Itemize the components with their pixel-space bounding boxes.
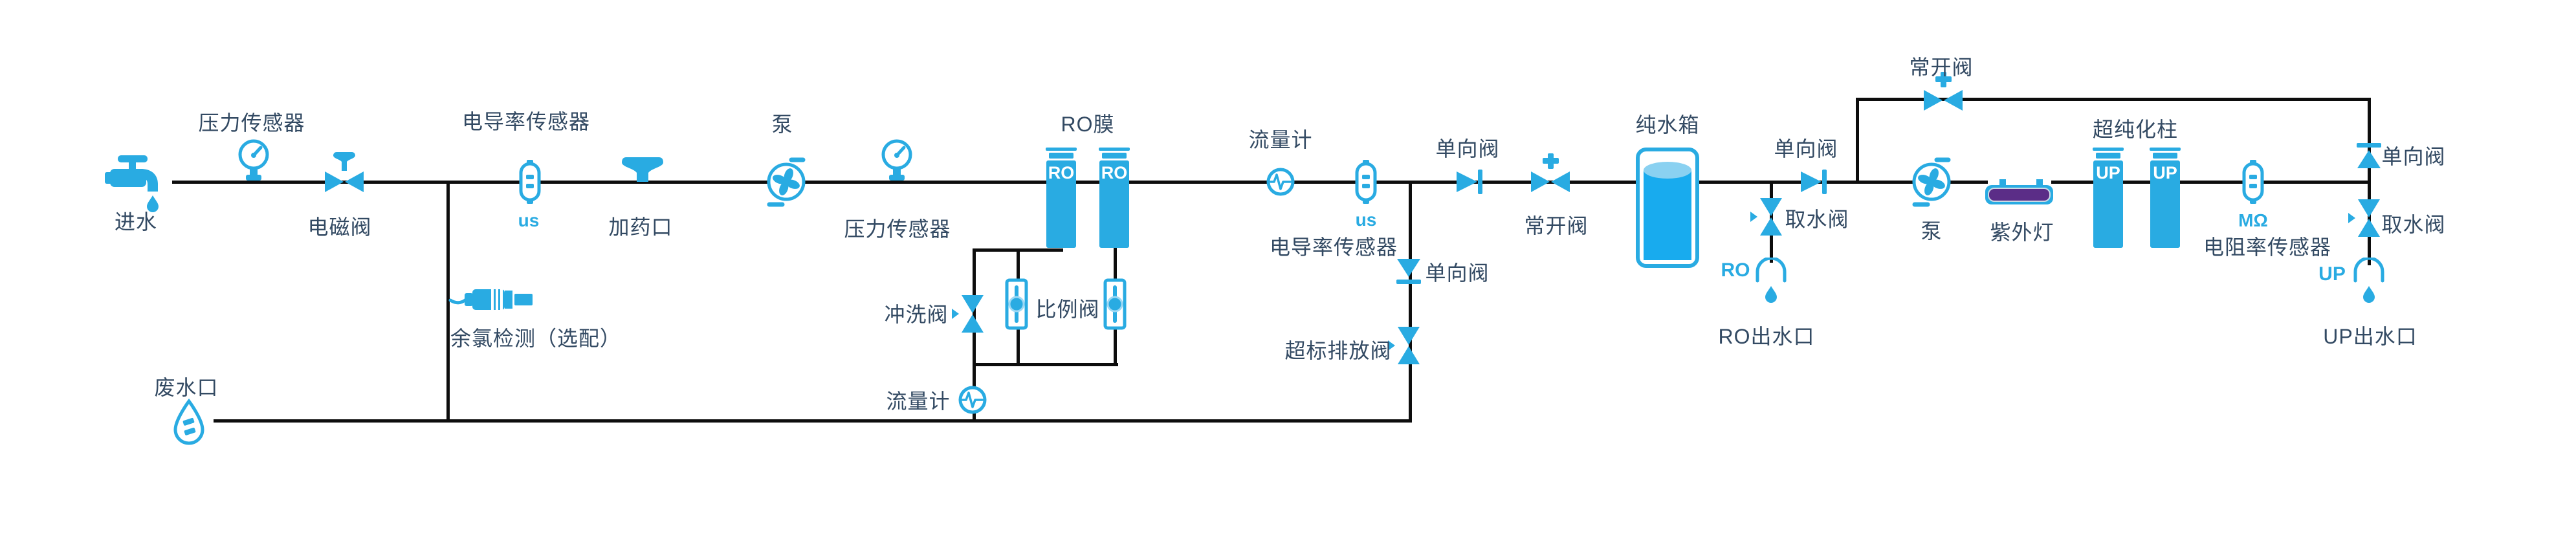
unit-conductivity-1: us <box>518 210 540 230</box>
up-column: UP <box>2093 160 2123 248</box>
badge-up-outlet: UP <box>2318 263 2346 285</box>
label-pure-water-tank: 纯水箱 <box>1635 113 1700 137</box>
flush-valve-icon <box>952 295 984 333</box>
unit-conductivity-2: us <box>1355 210 1377 230</box>
tank-water <box>1644 170 1691 260</box>
ro-outlet-spout-icon <box>1756 258 1787 303</box>
pressure-gauge-icon <box>881 139 912 181</box>
uv-lamp <box>1985 185 2053 204</box>
badge-ro-outlet: RO <box>1721 259 1750 281</box>
pump-icon <box>767 157 806 207</box>
normally-open-valve-icon <box>1531 153 1570 192</box>
ro-column-badge: RO <box>1101 163 1128 182</box>
label-proportional-valve: 比例阀 <box>1035 298 1100 321</box>
label-solenoid-valve: 电磁阀 <box>307 215 372 239</box>
pure-water-tank <box>1636 148 1699 268</box>
pipe-main-3 <box>2051 181 2371 184</box>
label-intake-valve-up: 取水阀 <box>2381 213 2446 236</box>
ro-column-cap-line <box>1099 148 1130 151</box>
pipe-bypass-top <box>1857 98 2371 101</box>
dosing-funnel-icon <box>622 157 663 182</box>
up-column-badge: UP <box>2096 163 2120 182</box>
intake-valve-icon <box>2348 199 2380 237</box>
label-dosing-port: 加药口 <box>608 215 673 239</box>
label-flush-valve: 冲洗阀 <box>884 303 949 326</box>
label-pressure-sensor-2: 压力传感器 <box>844 217 951 241</box>
label-check-valve-2: 单向阀 <box>1774 137 1838 160</box>
ro-column-badge: RO <box>1048 163 1075 182</box>
check-valve-down-icon <box>1396 259 1421 284</box>
label-up-outlet: UP出水口 <box>2323 325 2417 348</box>
pipe-v-up-outlet <box>2368 98 2371 265</box>
label-ro-membrane: RO膜 <box>1061 113 1115 136</box>
ro-column: RO <box>1046 160 1076 248</box>
solenoid-valve-icon <box>325 152 364 192</box>
chlorine-probe-icon <box>448 289 533 310</box>
check-valve-icon <box>1457 170 1482 194</box>
ro-column-cap <box>1102 153 1127 159</box>
flow-meter-icon <box>1266 168 1295 196</box>
pipe-v-chlorine <box>446 182 450 422</box>
label-check-valve-1: 单向阀 <box>1435 137 1500 160</box>
discharge-valve-icon <box>1388 327 1420 364</box>
flow-meter-icon <box>958 386 987 414</box>
label-check-valve-down: 单向阀 <box>1425 261 1490 285</box>
uv-lamp-notch <box>2036 179 2043 186</box>
uv-lamp-tube <box>1988 188 2051 202</box>
up-column-cap-line <box>2093 148 2124 151</box>
waste-drop-icon <box>173 398 204 445</box>
check-valve-up-icon <box>2357 143 2381 168</box>
label-up-column: 超纯化柱 <box>2092 118 2179 141</box>
label-flow-meter-bottom: 流量计 <box>886 390 951 413</box>
proportional-valve-icon <box>1005 278 1028 330</box>
pump-icon <box>1912 157 1951 207</box>
uv-lamp-notch <box>1999 179 2006 186</box>
pipe-ro-mid <box>973 363 1118 366</box>
label-uv-lamp: 紫外灯 <box>1990 221 2054 244</box>
label-resistivity-sensor: 电阻率传感器 <box>2203 236 2332 259</box>
pipe-v-flush <box>973 250 976 422</box>
label-ro-outlet: RO出水口 <box>1718 325 1815 348</box>
label-inlet: 进水 <box>114 210 158 234</box>
up-column-cap-line <box>2150 148 2181 151</box>
ro-column-cap <box>1049 153 1073 159</box>
label-check-valve-3: 单向阀 <box>2381 145 2446 168</box>
ro-column: RO <box>1099 160 1129 248</box>
label-normally-open-valve-2: 常开阀 <box>1909 56 1974 79</box>
up-column-badge: UP <box>2153 163 2177 182</box>
up-column-cap <box>2096 153 2120 159</box>
up-column: UP <box>2150 160 2180 248</box>
faucet-icon <box>105 155 159 212</box>
label-intake-valve-ro: 取水阀 <box>1785 208 1849 231</box>
label-normally-open-valve-1: 常开阀 <box>1524 214 1589 237</box>
pipe-main-2 <box>1698 181 1988 184</box>
label-pressure-sensor-1: 压力传感器 <box>198 111 305 135</box>
ro-column-cap-line <box>1046 148 1077 151</box>
up-outlet-spout-icon <box>2353 258 2384 303</box>
label-chlorine-detect: 余氯检测（选配） <box>450 327 622 350</box>
label-pump-1: 泵 <box>771 113 793 136</box>
resistivity-sensor-icon <box>2242 160 2264 204</box>
conductivity-sensor-icon <box>519 160 541 204</box>
pipe-waste <box>214 419 1412 423</box>
pressure-gauge-icon <box>238 139 269 181</box>
label-conductivity-sensor-2: 电导率传感器 <box>1269 236 1398 259</box>
label-discharge-valve: 超标排放阀 <box>1284 339 1392 362</box>
label-waste-outlet: 废水口 <box>154 376 219 399</box>
label-flow-meter-top: 流量计 <box>1248 128 1313 151</box>
label-conductivity-sensor-1: 电导率传感器 <box>461 110 591 133</box>
conductivity-sensor-icon <box>1355 160 1377 204</box>
intake-valve-icon <box>1750 198 1782 236</box>
pipe-v-riser <box>1856 98 1859 184</box>
up-column-cap <box>2153 153 2177 159</box>
normally-open-valve-icon <box>1924 72 1963 111</box>
pipe-v-discharge <box>1409 182 1412 422</box>
tank-water-surface <box>1644 162 1691 179</box>
label-pump-2: 泵 <box>1921 219 1943 243</box>
unit-resistivity: MΩ <box>2238 210 2268 230</box>
proportional-valve-icon <box>1103 278 1127 330</box>
check-valve-icon <box>1801 170 1827 194</box>
pipe-main-1 <box>172 181 1637 184</box>
